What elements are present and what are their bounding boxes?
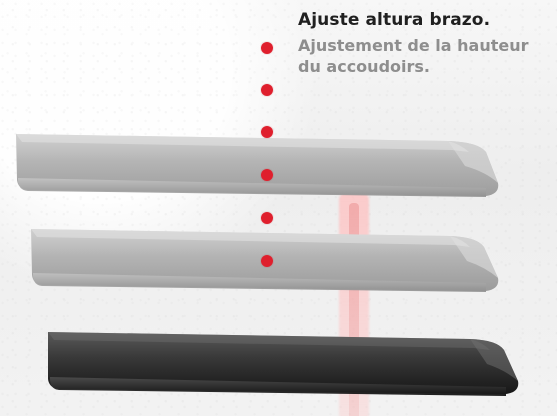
adjustment-marker-6 [261,255,273,267]
caption-secondary: Ajustement de la hauteur du accoudoirs. [298,36,529,76]
caption-primary: Ajuste altura brazo. [298,10,491,30]
adjustment-marker-4 [261,169,273,181]
armrest-upper [10,124,502,206]
adjustment-marker-5 [261,212,273,224]
support-rail-core [349,203,359,416]
armrest-lowest [42,323,522,403]
adjustment-marker-2 [261,84,273,96]
caption-block: Ajuste altura brazo. Ajustement de la ha… [298,10,543,77]
adjustment-marker-3 [261,126,273,138]
adjustment-marker-1 [261,42,273,54]
